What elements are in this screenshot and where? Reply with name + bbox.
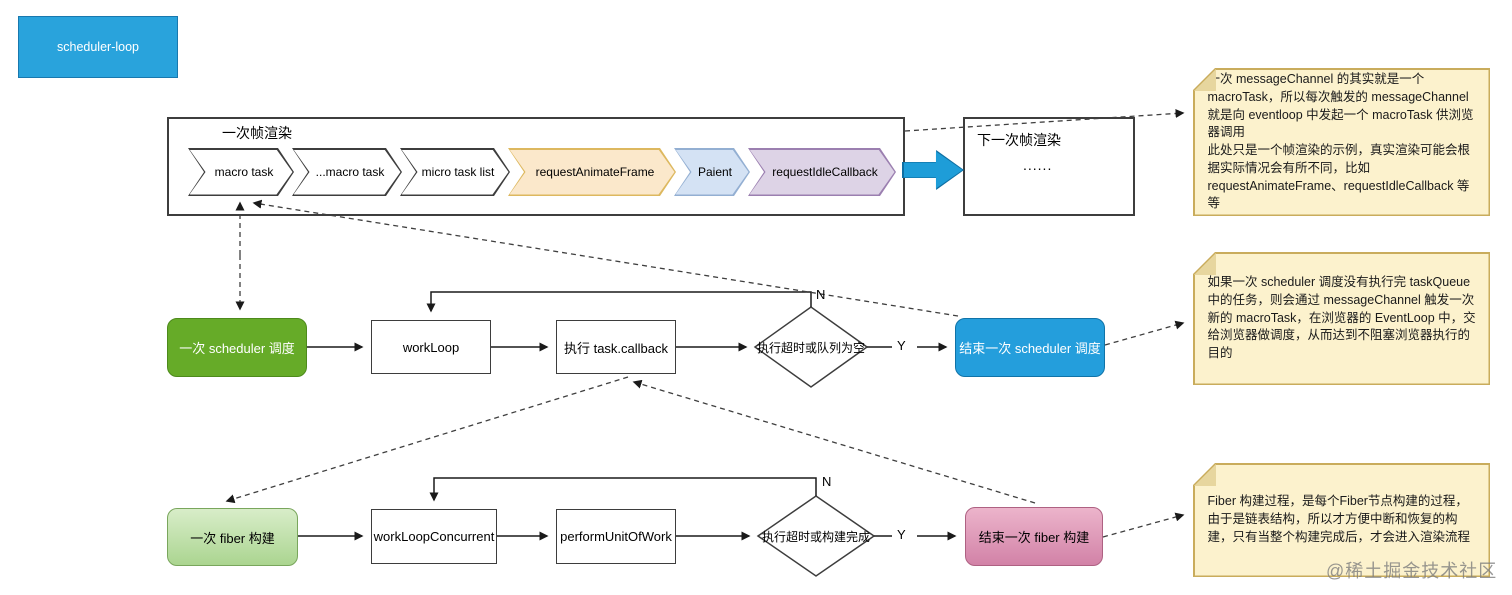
next-frame-dots: ...... [1023, 157, 1053, 173]
note-text: 一次 messageChannel 的其实就是一个 macroTask，所以每次… [1207, 72, 1474, 211]
next-frame-arrow-icon [902, 150, 964, 190]
chevron-macro-task: macro task [188, 148, 294, 196]
chevron-label: macro task [190, 150, 293, 195]
next-frame-label: 下一次帧渲染 [977, 132, 1061, 148]
frame-render-label: 一次帧渲染 [222, 125, 292, 141]
dash-fiber-end-to-callback [632, 379, 1036, 504]
chevron-more-macro-task: ...macro task [292, 148, 402, 196]
label-yes-fiber: Y [897, 527, 906, 542]
dash-callback-to-fiber [225, 376, 629, 504]
node-fiber-start: 一次 fiber 构建 [167, 508, 298, 566]
watermark: @稀土掘金技术社区 [1326, 561, 1498, 581]
note-body: 如果一次 scheduler 调度没有执行完 taskQueue 中的任务，则会… [1194, 253, 1489, 384]
node-perform-unit-of-work: performUnitOfWork [556, 509, 676, 564]
chevron-label: requestIdleCallback [750, 150, 895, 195]
dash-fiber-end-to-note3 [1102, 512, 1185, 538]
label-no-scheduler: N [816, 287, 826, 302]
chevron-label: requestAnimateFrame [510, 150, 675, 195]
next-frame-box: 下一次帧渲染 ...... [963, 117, 1135, 216]
dash-end-to-macrotask [252, 199, 959, 317]
node-task-callback: 执行 task.callback [556, 320, 676, 374]
chevron-request-idle-callback: requestIdleCallback [748, 148, 896, 196]
chevron-label: ...macro task [294, 150, 401, 195]
dash-end-to-note2 [1104, 320, 1185, 346]
node-workloop: workLoop [371, 320, 491, 374]
chevron-request-animate-frame: requestAnimateFrame [508, 148, 676, 196]
diagram-title-box: scheduler-loop [18, 16, 178, 78]
node-scheduler-end: 结束一次 scheduler 调度 [955, 318, 1105, 377]
note-body: Fiber 构建过程，是每个Fiber节点构建的过程，由于是链表结构，所以才方便… [1194, 464, 1489, 576]
chevron-label: micro task list [402, 150, 509, 195]
arrow-no-loop-fiber [429, 477, 817, 502]
decision-scheduler-label: 执行超时或队列为空 [756, 340, 865, 355]
node-fiber-end: 结束一次 fiber 构建 [965, 507, 1103, 566]
decision-fiber-label: 执行超时或构建完成 [761, 529, 870, 544]
note-macrotask: 一次 messageChannel 的其实就是一个 macroTask，所以每次… [1193, 68, 1490, 216]
node-scheduler-start: 一次 scheduler 调度 [167, 318, 307, 377]
note-text: Fiber 构建过程，是每个Fiber节点构建的过程，由于是链表结构，所以才方便… [1207, 494, 1471, 544]
label-no-fiber: N [822, 474, 832, 489]
chevron-paint: Paient [674, 148, 750, 196]
diagram-title: scheduler-loop [57, 40, 139, 54]
chevron-micro-task-list: micro task list [400, 148, 510, 196]
note-body: 一次 messageChannel 的其实就是一个 macroTask，所以每次… [1194, 69, 1489, 215]
note-fiber: Fiber 构建过程，是每个Fiber节点构建的过程，由于是链表结构，所以才方便… [1193, 463, 1490, 577]
note-text: 如果一次 scheduler 调度没有执行完 taskQueue 中的任务，则会… [1207, 275, 1476, 361]
label-yes-scheduler: Y [897, 338, 906, 353]
note-scheduler: 如果一次 scheduler 调度没有执行完 taskQueue 中的任务，则会… [1193, 252, 1490, 385]
arrow-fill [903, 151, 963, 189]
node-workloop-concurrent: workLoopConcurrent [371, 509, 497, 564]
